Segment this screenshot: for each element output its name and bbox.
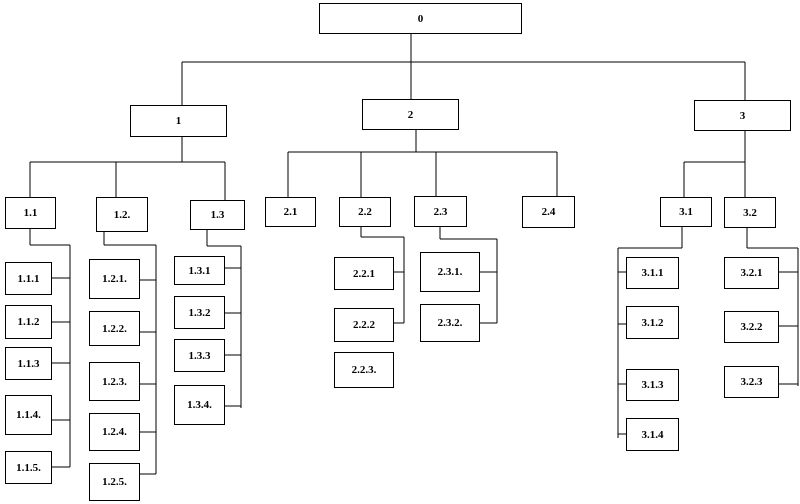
node-2-2-2: 2.2.2 (334, 308, 394, 342)
node-3-2-label: 3.2 (743, 206, 757, 219)
node-2-2-1-label: 2.2.1 (353, 267, 375, 280)
node-3-2-3: 3.2.3 (724, 366, 779, 398)
node-1-2-5: 1.2.5. (89, 463, 140, 501)
node-1-1-2-label: 1.1.2 (17, 316, 40, 328)
node-1-3-label: 1.3 (210, 209, 225, 221)
node-1-1-5-label: 1.1.5. (16, 461, 41, 474)
node-3-2-3-label: 3.2.3 (740, 376, 763, 388)
node-1-3: 1.3 (190, 200, 245, 230)
node-2-3-label: 2.3 (433, 205, 448, 218)
node-2-2: 2.2 (339, 197, 391, 227)
node-0: 0 (319, 3, 522, 34)
node-1-1-4-label: 1.1.4. (16, 409, 41, 421)
node-2-3-2: 2.3.2. (420, 304, 480, 342)
node-3-2-1-label: 3.2.1 (740, 267, 763, 279)
node-1-2-label: 1.2. (113, 208, 131, 221)
node-2-2-1: 2.2.1 (334, 257, 394, 290)
node-1-3-2: 1.3.2 (174, 296, 225, 329)
node-2-3-2-label: 2.3.2. (437, 317, 463, 329)
node-3-1-3: 3.1.3 (626, 369, 679, 401)
node-2-3: 2.3 (414, 196, 467, 227)
node-3: 3 (694, 100, 791, 131)
node-2-1-label: 2.1 (283, 206, 298, 218)
node-1-2-1: 1.2.1. (89, 259, 140, 299)
node-1-1-3-label: 1.1.3 (17, 357, 40, 370)
node-2-2-label: 2.2 (358, 206, 372, 218)
node-3-2-1: 3.2.1 (724, 257, 779, 289)
node-3-2-2-label: 3.2.2 (740, 321, 763, 333)
node-1-1-2: 1.1.2 (5, 305, 52, 339)
node-3-1-4-label: 3.1.4 (641, 428, 664, 441)
node-1-2-4-label: 1.2.4. (102, 426, 127, 438)
node-1-1-label: 1.1 (23, 207, 38, 219)
node-1-2-2-label: 1.2.2. (102, 322, 127, 335)
node-3-1-2-label: 3.1.2 (641, 316, 664, 329)
node-1-2: 1.2. (96, 197, 148, 232)
node-1-1-5: 1.1.5. (5, 451, 52, 484)
node-2: 2 (362, 99, 459, 130)
node-1-1-1: 1.1.1 (5, 262, 52, 295)
node-3-label: 3 (739, 109, 746, 122)
node-1-3-4-label: 1.3.4. (187, 399, 212, 411)
node-3-1-4: 3.1.4 (626, 418, 679, 451)
node-2-2-2-label: 2.2.2 (353, 319, 375, 331)
node-0-label: 0 (417, 12, 424, 25)
node-1-2-2: 1.2.2. (89, 311, 140, 346)
node-1-3-4: 1.3.4. (174, 385, 225, 425)
node-2-label: 2 (407, 108, 414, 121)
node-1-3-1: 1.3.1 (174, 256, 225, 285)
node-3-1-label: 3.1 (679, 206, 693, 218)
node-3-2: 3.2 (724, 197, 776, 228)
node-1-2-3-label: 1.2.3. (102, 375, 127, 388)
node-3-1-1-label: 3.1.1 (641, 267, 664, 279)
node-2-3-1-label: 2.3.1. (437, 266, 463, 278)
node-3-1-2: 3.1.2 (626, 306, 679, 339)
node-2-2-3: 2.2.3. (334, 352, 394, 388)
node-1-2-4: 1.2.4. (89, 413, 140, 451)
node-1-2-1-label: 1.2.1. (102, 273, 127, 285)
node-2-1: 2.1 (265, 197, 316, 227)
node-1-3-2-label: 1.3.2 (188, 306, 211, 319)
node-1-1-1-label: 1.1.1 (17, 272, 40, 285)
node-3-2-2: 3.2.2 (724, 311, 779, 343)
node-1-1-3: 1.1.3 (5, 347, 52, 380)
node-2-2-3-label: 2.2.3. (351, 364, 377, 376)
node-1-2-5-label: 1.2.5. (102, 476, 127, 488)
node-1-3-3: 1.3.3 (174, 339, 225, 372)
node-2-4-label: 2.4 (541, 206, 556, 218)
node-2-3-1: 2.3.1. (420, 252, 480, 292)
node-1-1: 1.1 (5, 197, 56, 229)
node-1-3-1-label: 1.3.1 (188, 264, 211, 277)
node-1-label: 1 (175, 115, 182, 127)
node-1-1-4: 1.1.4. (5, 395, 52, 435)
node-3-1: 3.1 (660, 197, 712, 227)
node-3-1-1: 3.1.1 (626, 257, 679, 289)
node-1-2-3: 1.2.3. (89, 362, 140, 401)
node-1-3-3-label: 1.3.3 (188, 349, 211, 362)
node-2-4: 2.4 (522, 196, 575, 228)
node-1: 1 (130, 105, 227, 137)
node-3-1-3-label: 3.1.3 (641, 379, 664, 391)
